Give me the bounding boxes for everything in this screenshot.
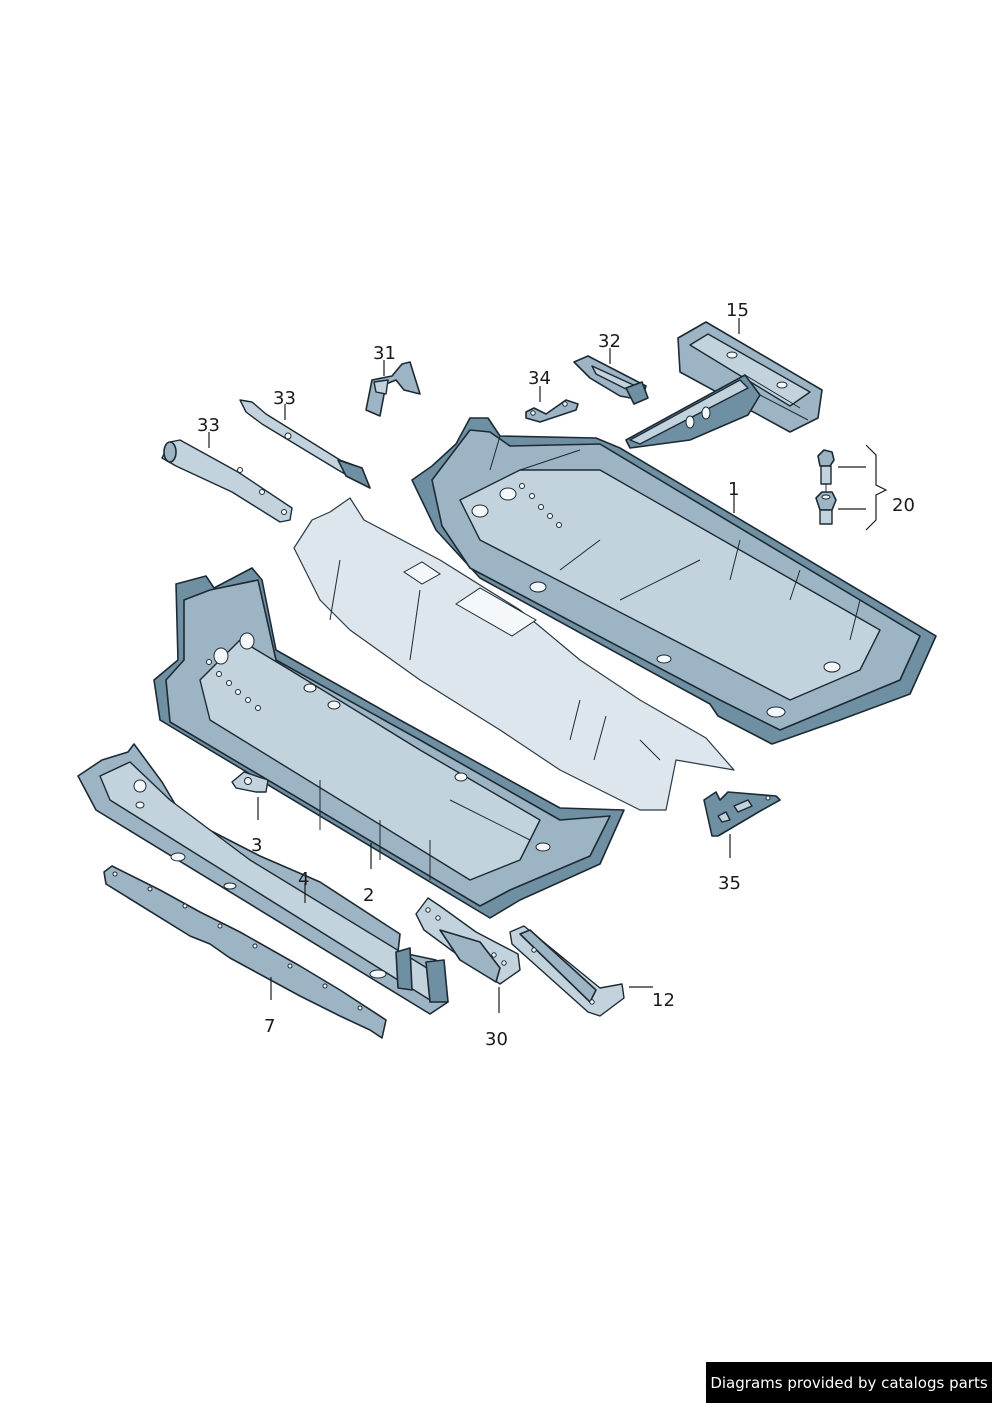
callout-1: 1: [728, 479, 740, 500]
part-1-right-floor-pan[interactable]: [411, 417, 937, 745]
part-12-channel[interactable]: [509, 925, 625, 1017]
callout-3: 3: [251, 835, 263, 856]
callout-32: 32: [598, 331, 621, 352]
callout-34: 34: [528, 368, 551, 389]
callout-30: 30: [485, 1029, 508, 1050]
part-33-lower-tube[interactable]: [161, 439, 293, 523]
callout-4: 4: [298, 869, 310, 890]
callout-12: 12: [652, 990, 675, 1011]
callout-31: 31: [373, 343, 396, 364]
part-30-crossmember[interactable]: [415, 897, 521, 985]
part-20-bolt-and-nut[interactable]: [815, 449, 837, 525]
part-3-plate[interactable]: [231, 771, 269, 793]
part-2-left-floor-pan[interactable]: [153, 567, 625, 919]
part-35-bracket[interactable]: [703, 791, 781, 837]
center-tunnel-heat-shield[interactable]: [293, 497, 735, 811]
callout-33-lower: 33: [197, 415, 220, 436]
callout-35: 35: [718, 873, 741, 894]
callout-2: 2: [363, 885, 375, 906]
part-33-upper-strip[interactable]: [239, 399, 371, 489]
part-4-side-sill[interactable]: [77, 743, 449, 1015]
part-15-rear-crossmember[interactable]: [625, 321, 823, 449]
callout-7: 7: [264, 1016, 276, 1037]
attribution-text: Diagrams provided by catalogs parts: [710, 1373, 988, 1392]
callout-20: 20: [892, 495, 915, 516]
callout-33-upper: 33: [273, 388, 296, 409]
callout-15: 15: [726, 300, 749, 321]
part-34-plate[interactable]: [525, 399, 579, 423]
attribution-badge: Diagrams provided by catalogs parts: [706, 1362, 992, 1403]
part-7-reinforcement-strip[interactable]: [103, 865, 387, 1039]
leader-lines: [208, 318, 888, 1013]
part-31-bracket[interactable]: [365, 361, 421, 417]
part-32-bracket[interactable]: [573, 355, 649, 405]
